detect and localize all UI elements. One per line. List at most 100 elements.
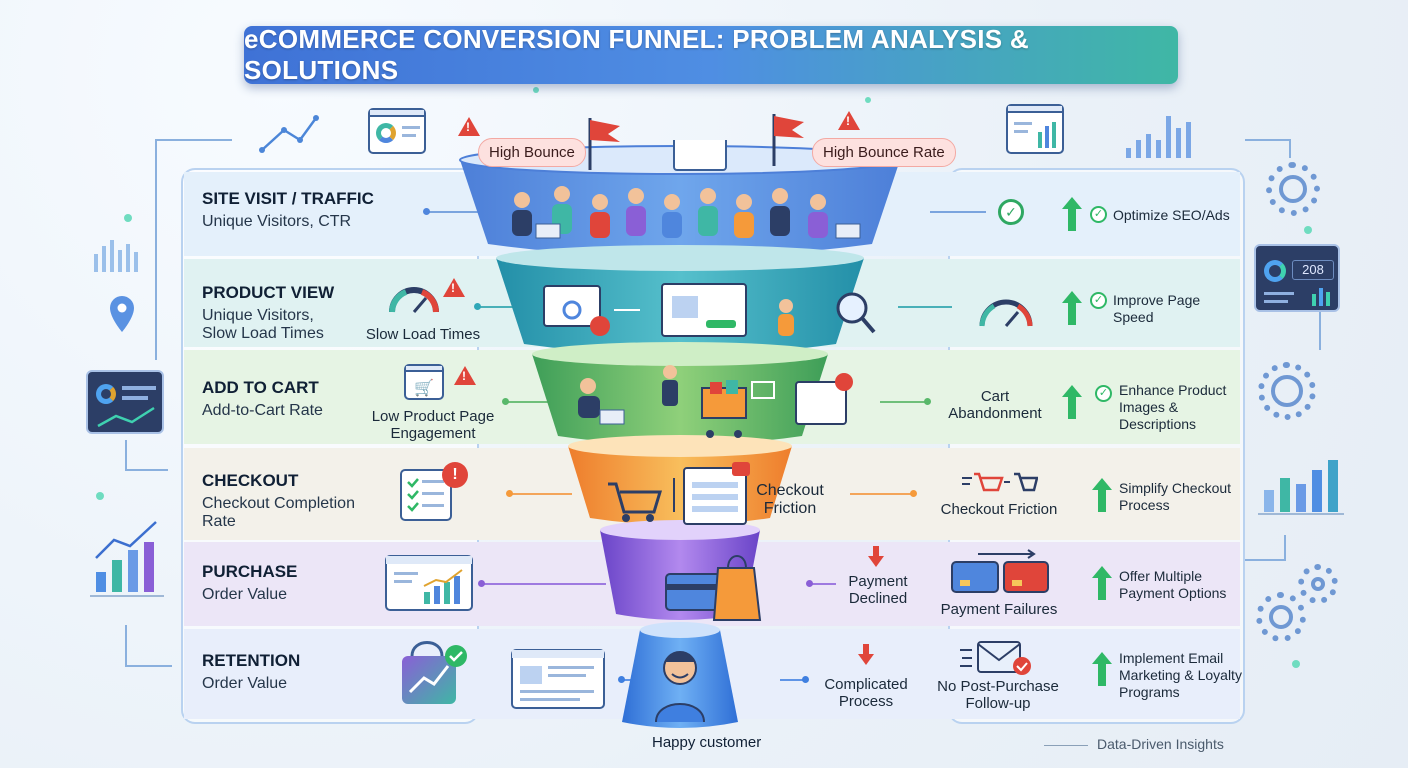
- connector-dot: [506, 490, 513, 497]
- product-view-screens-icon: [543, 283, 876, 337]
- stage-metric: Add-to-Cart Rate: [202, 402, 323, 419]
- check-icon: ✓: [1095, 385, 1112, 402]
- green-up-arrow-icon: [1092, 478, 1112, 512]
- red-down-arrow-icon: [868, 546, 884, 568]
- alert-high-bounce: High Bounce: [478, 138, 586, 167]
- stage-retention: RETENTION Order Value: [202, 651, 300, 693]
- connector-line: [850, 493, 914, 495]
- stage-title: SITE VISIT / TRAFFIC: [202, 189, 374, 208]
- dashboard-card-left-icon: [86, 370, 164, 434]
- payment-scene-icon: [665, 555, 762, 621]
- gear-icon: [1258, 362, 1316, 420]
- problem-checkout-friction: Checkout Friction: [940, 501, 1058, 518]
- solution-payment-options: Offer Multiple Payment Options: [1119, 568, 1227, 601]
- solution-product-images: Enhance Product Images & Descriptions: [1119, 382, 1227, 432]
- problem-cart-abandonment: Cart Abandonment: [948, 388, 1042, 422]
- check-icon: ✓: [1090, 292, 1107, 309]
- connector-dot: [474, 303, 481, 310]
- warning-icon: !: [454, 366, 476, 385]
- dashboard-value: 208: [1292, 260, 1334, 280]
- cart-arrows-icon: [962, 472, 1038, 492]
- dashboard-card-right-icon: 208: [1254, 244, 1340, 312]
- stage-title: RETENTION: [202, 651, 301, 670]
- stage-purchase: PURCHASE Order Value: [202, 562, 297, 604]
- warning-icon: !: [443, 278, 465, 297]
- warning-icon: !: [458, 117, 480, 136]
- stage-title: ADD TO CART: [202, 378, 319, 397]
- stage-metric: Checkout Completion Rate: [202, 495, 355, 530]
- connector-dot: [924, 398, 931, 405]
- red-flag-icon: [772, 114, 804, 166]
- connector-line: [930, 211, 986, 213]
- stage-metric: Order Value: [202, 675, 288, 692]
- analytics-card-icon: [1006, 104, 1064, 154]
- connector-line: [780, 679, 806, 681]
- problem-payment-declined: Payment Declined: [848, 573, 908, 607]
- red-down-arrow-icon: [858, 644, 874, 666]
- webpage-card-icon: [511, 649, 605, 709]
- stage-metric: Order Value: [202, 586, 288, 603]
- connector-dot: [802, 676, 809, 683]
- stage-checkout: CHECKOUT Checkout Completion Rate: [202, 471, 377, 531]
- location-pin-icon: [110, 296, 134, 332]
- add-to-cart-scene-icon: [578, 365, 853, 438]
- green-up-arrow-icon: [1062, 197, 1082, 231]
- check-circle-icon: ✓: [998, 199, 1024, 225]
- cart-window-icon: 🛒: [404, 364, 444, 400]
- gear-icon: [1256, 592, 1306, 642]
- green-up-arrow-icon: [1062, 291, 1082, 325]
- solution-optimize-seo: Optimize SEO/Ads: [1113, 207, 1230, 223]
- connector-dot: [806, 580, 813, 587]
- solution-simplify-checkout: Simplify Checkout Process: [1119, 480, 1232, 513]
- gear-icon: [1266, 162, 1320, 216]
- connector-line: [478, 306, 520, 308]
- title-banner: eCOMMERCE CONVERSION FUNNEL: PROBLEM ANA…: [244, 24, 1178, 85]
- alert-high-bounce-rate: High Bounce Rate: [812, 138, 956, 167]
- problem-low-engagement: Low Product Page Engagement: [371, 408, 495, 442]
- solution-email-loyalty: Implement Email Marketing & Loyalty Prog…: [1119, 650, 1242, 700]
- check-icon: ✓: [1090, 206, 1107, 223]
- checkout-scene-icon: [608, 462, 750, 525]
- shopping-bag-growth-icon: [402, 641, 467, 704]
- payment-cards-icon: [951, 549, 1049, 593]
- connector-line: [506, 401, 550, 403]
- green-up-arrow-icon: [1092, 652, 1112, 686]
- connector-dot: [502, 398, 509, 405]
- stage-title: PURCHASE: [202, 562, 298, 581]
- stage-product-view: PRODUCT VIEW Unique Visitors, Slow Load …: [202, 283, 352, 343]
- connector-dot: [910, 490, 917, 497]
- connector-line: [428, 211, 498, 213]
- funnel-tier-1: [460, 160, 900, 257]
- red-flag-icon: [588, 118, 620, 170]
- checklist-icon: [400, 469, 452, 521]
- connector-dot: [478, 580, 485, 587]
- connector-line: [482, 583, 606, 585]
- solution-page-speed: Improve Page Speed: [1113, 292, 1201, 325]
- warning-icon: !: [838, 111, 860, 130]
- footer-rule: [1044, 745, 1088, 746]
- problem-payment-failures: Payment Failures: [940, 601, 1058, 618]
- problem-no-follow-up: No Post-Purchase Follow-up: [937, 678, 1059, 712]
- connector-line: [898, 306, 952, 308]
- funnel-tier-3: [532, 354, 828, 445]
- right-bar-chart-icon: [1258, 460, 1344, 515]
- stage-site-visit: SITE VISIT / TRAFFIC Unique Visitors, CT…: [202, 189, 374, 231]
- stage-add-to-cart: ADD TO CART Add-to-Cart Rate: [202, 378, 323, 420]
- stage-title: PRODUCT VIEW: [202, 283, 335, 302]
- trend-line-icon: [261, 117, 318, 151]
- footer-text: Data-Driven Insights: [1097, 736, 1224, 752]
- connector-line: [810, 583, 836, 585]
- browser-card-icon: [368, 108, 426, 154]
- stage-metric: Unique Visitors, Slow Load Times: [202, 307, 324, 342]
- speedometer-icon: [389, 287, 439, 313]
- email-icon: [960, 641, 1031, 675]
- problem-checkout-friction-center: Checkout Friction: [756, 482, 824, 517]
- connector-line: [510, 493, 572, 495]
- conversion-funnel: [459, 140, 901, 728]
- connector-dot: [618, 676, 625, 683]
- problem-slow-load: Slow Load Times: [365, 326, 481, 343]
- gear-icon: [1298, 564, 1338, 604]
- green-up-arrow-icon: [1092, 566, 1112, 600]
- connector-line: [880, 401, 926, 403]
